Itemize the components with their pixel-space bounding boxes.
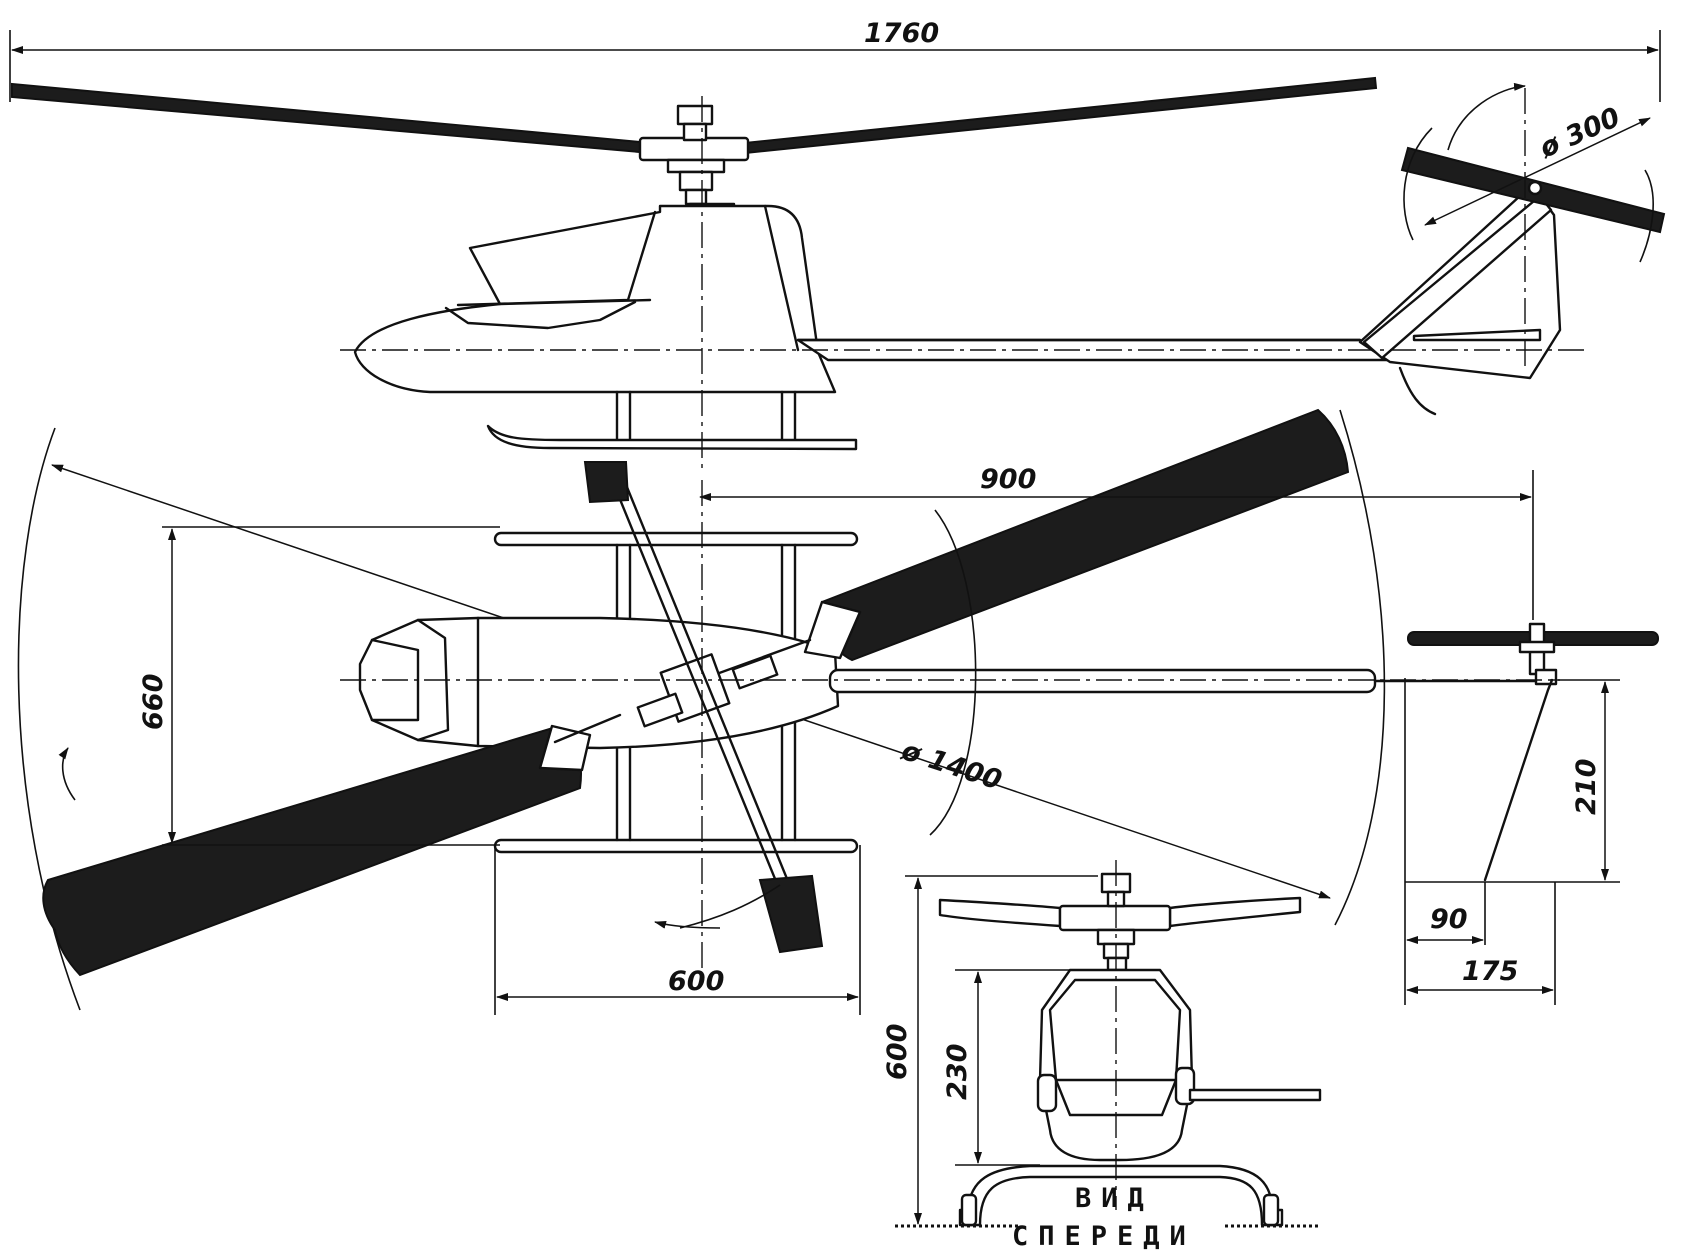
fuselage-height-label: 230 (942, 1044, 973, 1100)
tail-offset-small-label: 90 (1430, 904, 1468, 935)
side-view: 1760 ø 300 (9, 18, 1666, 470)
fuselage-side (353, 204, 837, 394)
tail-height-label: 210 (1571, 759, 1602, 815)
fuselage-top (358, 616, 840, 750)
skid-length-label: 600 (668, 966, 724, 997)
overall-length-label: 1760 (864, 18, 939, 49)
main-rotor-blade-right (744, 76, 1378, 155)
skid-width-label: 660 (138, 674, 169, 730)
main-rotor-blade-top-right (820, 408, 1350, 662)
fuselage-front (1038, 968, 1194, 1162)
tail-offset-large-label: 175 (1462, 956, 1518, 987)
tail-rotor-diameter-label: ø 300 (1534, 102, 1625, 165)
front-view: 600 230 ВИД СПЕРЕДИ (882, 860, 1322, 1252)
front-view-caption-line2: СПЕРЕДИ (1012, 1221, 1196, 1252)
main-rotor-blade-left (11, 82, 641, 154)
overall-height-label: 600 (882, 1024, 913, 1080)
front-view-caption-line1: ВИД (1075, 1183, 1154, 1214)
skid-side (486, 424, 858, 451)
rotor-to-tail-label: 900 (980, 464, 1036, 495)
main-rotor-diameter-label: ø 1400 (897, 735, 1006, 797)
top-view: ø 1400 (17, 408, 1659, 1015)
